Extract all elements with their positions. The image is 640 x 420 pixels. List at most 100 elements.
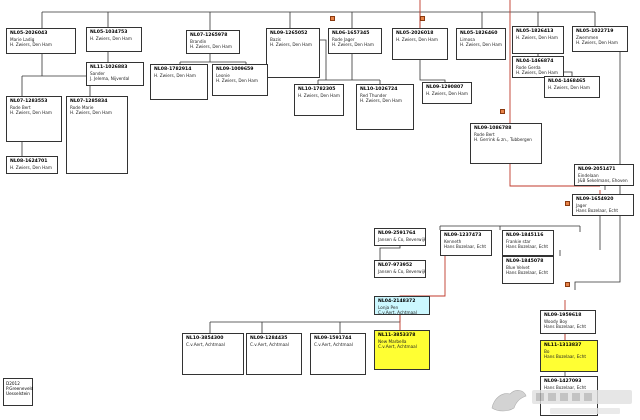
bird-name: Jager [576, 202, 587, 208]
owner: H. Zwiers, Den Ham [516, 34, 558, 40]
ring-number: NL11-1313837 [544, 343, 582, 348]
pedigree-node[interactable]: NL09-2591764 Jansen & Co, Beverwijk [374, 228, 426, 246]
bird-name: Brandin [190, 38, 207, 44]
owner: H. Zwiers, Den Ham [360, 97, 402, 103]
pedigree-node[interactable]: NL06-1657345 Rode Jager H. Zwiers, Den H… [328, 28, 382, 54]
pedigree-node[interactable]: NL09-1086788 Rode Bert H. Gerrink & zn.,… [470, 123, 542, 164]
pedigree-node[interactable]: NL09-1845078 Blue Velvet Hans Bozelaar, … [502, 256, 554, 284]
owner: J. Jelema, Nijverdal [90, 75, 130, 81]
pedigree-node[interactable]: NL04-1468465 H. Zwiers, Den Ham [544, 76, 600, 98]
ring-number: NL08-1782914 [154, 67, 192, 72]
bird-name: Blue Velvet [506, 264, 530, 270]
ring-number: NL09-2051471 [578, 167, 616, 172]
pedigree-node[interactable]: NL05-1826460 Limosa H. Zwiers, Den Ham [456, 28, 506, 60]
n4-side [320, 39, 327, 80]
bird-name: Bazis [270, 36, 281, 42]
pedigree-node[interactable]: NL05-2026043 Marie Ladig H. Zwiers, Den … [6, 28, 76, 54]
n6-to-n17 [419, 60, 446, 82]
bird-name: Rode Jager [332, 36, 355, 42]
owner: C.v.Aert, Achtmaal [186, 341, 225, 347]
ring-number: NL09-1427093 [544, 379, 582, 384]
logo-text-bar [532, 390, 632, 404]
bird-name: Kenneth [444, 238, 462, 244]
owner: H. Zwiers, Den Ham [10, 109, 52, 115]
bird-name: Red Thunder [360, 92, 387, 98]
ring-number: NL07-1265978 [190, 33, 228, 38]
owner: H. Zwiers, Den Ham [190, 43, 232, 49]
bird-name: New Marbella [378, 338, 407, 344]
bird-name: Rode Marie [70, 104, 94, 110]
ring-number: NL09-1845116 [506, 233, 544, 238]
ring-number: NL09-1959618 [544, 313, 582, 318]
pedigree-node[interactable]: NL09-1845116 Frankie star Hans Bozelaar,… [502, 230, 554, 256]
ring-number: NL09-1086788 [474, 126, 512, 131]
pedigree-node[interactable]: NL10-3854300 C.v.Aert, Achtmaal [182, 333, 244, 375]
owner: H. Zwiers, Den Ham [10, 164, 52, 170]
ring-number: NL05-2026043 [10, 31, 48, 36]
pedigree-node[interactable]: NL09-1290807 H. Zwiers, Den Ham [422, 82, 472, 104]
ring-number: NL10-1026724 [360, 87, 398, 92]
owner: H. Zwiers, Den Ham [270, 41, 312, 47]
owner: Jansen & Co, Beverwijk [378, 268, 426, 274]
pedigree-node[interactable]: NL10-1026724 Red Thunder H. Zwiers, Den … [356, 84, 414, 130]
ring-number: NL07-1285834 [70, 99, 108, 104]
pedigree-node[interactable]: NL07-1283553 Rode Bert H. Zwiers, Den Ha… [6, 96, 62, 142]
pedigree-node[interactable]: NL04-1466874 Rode Gerda H. Zwiers, Den H… [512, 56, 564, 78]
n28-line [559, 226, 601, 256]
ring-number: NL11-1026883 [90, 65, 128, 70]
ring-number: NL10-1782305 [298, 87, 336, 92]
pedigree-node[interactable]: NL09-1654920 Jager Hans Bozelaar, Echt [572, 194, 634, 216]
pedigree-node[interactable]: NL09-1284435 C.v.Aert, Achtmaal [246, 333, 302, 375]
lineage-marker [330, 16, 335, 21]
pedigree-node-highlighted[interactable]: NL11-1313837 Bo Hans Bozelaar, Echt [540, 340, 598, 372]
ring-number: NL09-1237473 [444, 233, 482, 238]
owner: Hans Bozelaar, Echt [444, 243, 487, 249]
n3-branch [179, 54, 247, 64]
owner: C.v.Aert, Achtmaal [378, 309, 417, 315]
pedigree-node[interactable]: NL09-1265052 Bazis H. Zwiers, Den Ham [266, 28, 320, 78]
owner: H. Zwiers, Den Ham [216, 77, 258, 83]
bird-name: Sander [90, 70, 105, 76]
owner: H. Zwiers, Den Ham [576, 39, 618, 45]
bird-name: Lonja Pen [378, 304, 399, 310]
black-connectors [21, 11, 621, 376]
bird-name: Bo [544, 348, 550, 354]
pedigree-node[interactable]: NL07-1285834 Rode Marie H. Zwiers, Den H… [66, 96, 128, 174]
bird-name: Rode Bert [10, 104, 31, 110]
owner: Jansen & Co, Beverwijk [378, 236, 426, 242]
pedigree-node[interactable]: NL07-973952 Jansen & Co, Beverwijk [374, 260, 426, 278]
owner: H. Zwiers, Den Ham [460, 41, 502, 47]
lineage-marker [420, 16, 425, 21]
n29-branch [209, 315, 401, 333]
owner: C.v.Aert, Achtmaal [314, 341, 353, 347]
pedigree-node[interactable]: NL05-2026018 H. Zwiers, Den Ham [392, 28, 448, 60]
ring-number: NL10-3854300 [186, 336, 224, 341]
pedigree-node[interactable]: NL08-1782914 H. Zwiers, Den Ham [150, 64, 208, 100]
pedigree-node[interactable]: NL05-1022719 Zwemmen H. Zwiers, Den Ham [572, 26, 628, 52]
ring-number: NL09-1654920 [576, 197, 614, 202]
pigeon-icon [491, 390, 527, 412]
pedigree-node[interactable]: NL09-1959618 Woody Boy Hans Bozelaar, Ec… [540, 310, 596, 334]
owner: Hans Bozelaar, Echt [576, 207, 619, 213]
pedigree-node[interactable]: NL09-2051471 Eindelaan J&B Sekelmans, Eh… [574, 164, 634, 186]
ring-number: NL04-1466874 [516, 59, 554, 64]
ring-number: NL09-1591744 [314, 336, 352, 341]
ring-number: NL09-1284435 [250, 336, 288, 341]
pedigree-node[interactable]: NL08-1624701 H. Zwiers, Den Ham [6, 156, 58, 174]
pedigree-node[interactable]: NL09-1237473 Kenneth Hans Bozelaar, Echt [440, 230, 492, 256]
pedigree-node[interactable]: NL05-1826413 H. Zwiers, Den Ham [512, 26, 564, 54]
owner: H. Zwiers, Den Ham [332, 41, 374, 47]
pedigree-node[interactable]: NL10-1782305 H. Zwiers, Den Ham [294, 84, 344, 116]
pedigree-node[interactable]: NL11-1026883 Sander J. Jelema, Nijverdal [86, 62, 144, 86]
footer-box: D2012 P.Greeneveld Uesselstein [3, 378, 33, 406]
owner: H. Zwiers, Den Ham [10, 41, 52, 47]
pedigree-node[interactable]: NL09-1009659 Leonie H. Zwiers, Den Ham [212, 64, 268, 96]
ring-number: NL09-2591764 [378, 231, 416, 236]
pedigree-node[interactable]: NL07-1265978 Brandin H. Zwiers, Den Ham [186, 30, 240, 54]
owner: J&B Sekelmans, Ehoven [578, 177, 628, 183]
pedigree-node[interactable]: NL05-1034753 H. Zwiers, Den Ham [86, 27, 142, 52]
n1-branch [21, 54, 91, 96]
pedigree-node[interactable]: NL09-1591744 C.v.Aert, Achtmaal [310, 333, 366, 375]
pedigree-node-highlighted[interactable]: NL04-2148372 Lonja Pen C.v.Aert, Achtmaa… [374, 296, 430, 315]
pedigree-node-highlighted[interactable]: NL11-3853378 New Marbella C.v.Aert, Acht… [374, 330, 430, 370]
